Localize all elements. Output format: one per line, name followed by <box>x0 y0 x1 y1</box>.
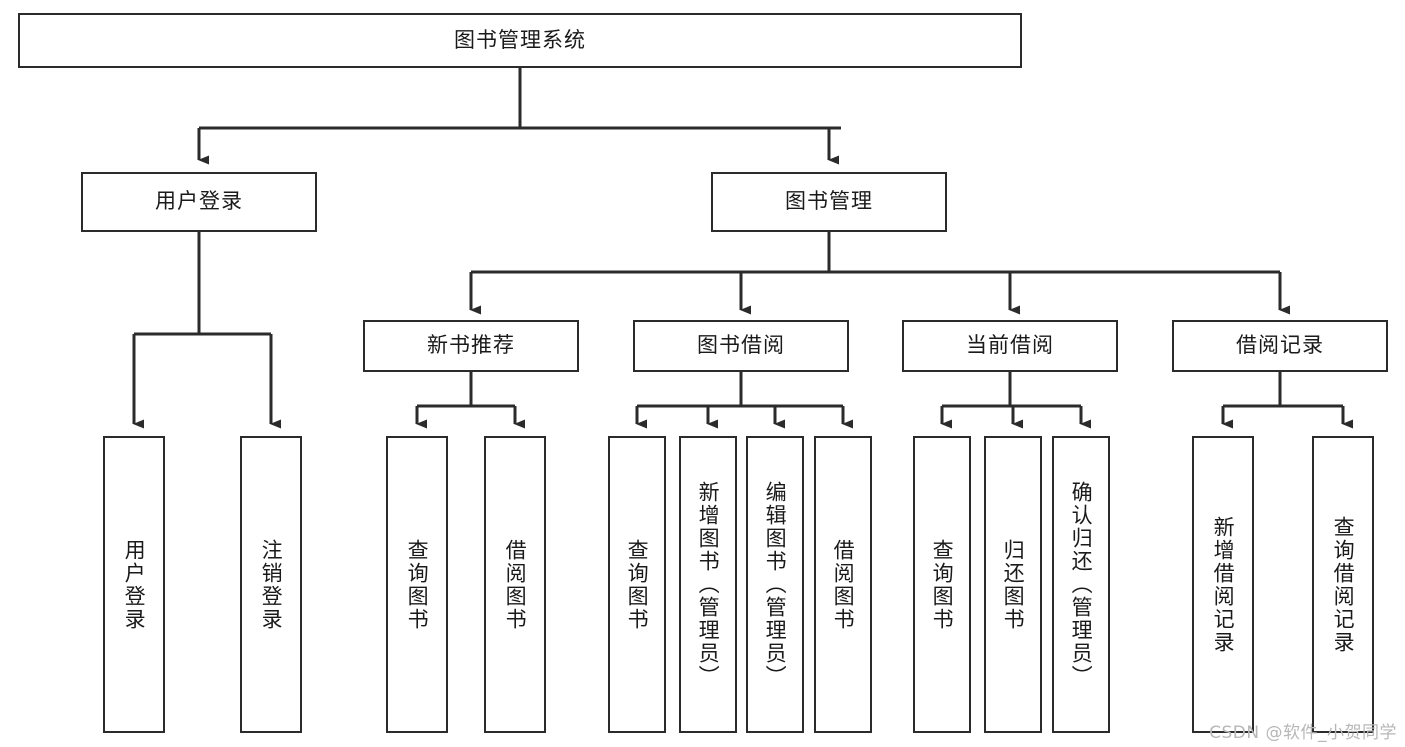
node-leaf-query-borrow-record-label: 查询借阅记录 <box>1331 515 1356 654</box>
node-leaf-borrow-book-2[interactable]: 借阅图书 <box>814 436 872 733</box>
node-leaf-query-book-3-label: 查询图书 <box>930 538 955 631</box>
node-leaf-query-book-2[interactable]: 查询图书 <box>608 436 666 733</box>
node-leaf-borrow-book-2-label: 借阅图书 <box>831 538 856 631</box>
node-leaf-borrow-book-1-label: 借阅图书 <box>503 538 528 631</box>
node-leaf-add-borrow-record[interactable]: 新增借阅记录 <box>1192 436 1254 733</box>
node-leaf-query-book-2-label: 查询图书 <box>625 538 650 631</box>
node-new-book-recommend-label: 新书推荐 <box>427 333 515 358</box>
node-leaf-query-book-1[interactable]: 查询图书 <box>386 436 448 733</box>
node-current-borrow[interactable]: 当前借阅 <box>902 320 1118 372</box>
node-root-label: 图书管理系统 <box>454 27 586 52</box>
node-user-login-label: 用户登录 <box>155 189 243 214</box>
node-leaf-user-logout-label: 注销登录 <box>259 538 284 631</box>
node-leaf-add-book-label: 新增图书（管理员） <box>696 481 721 688</box>
node-book-borrow-label: 图书借阅 <box>697 333 785 358</box>
node-user-login[interactable]: 用户登录 <box>81 172 317 232</box>
node-leaf-return-book-label: 归还图书 <box>1001 538 1026 631</box>
node-root[interactable]: 图书管理系统 <box>18 13 1022 68</box>
node-new-book-recommend[interactable]: 新书推荐 <box>363 320 579 372</box>
node-leaf-user-login-label: 用户登录 <box>122 538 147 631</box>
csdn-watermark: CSDN @软件_小贺同学 <box>1209 723 1397 743</box>
node-leaf-return-book[interactable]: 归还图书 <box>984 436 1042 733</box>
node-leaf-edit-book-label: 编辑图书（管理员） <box>763 481 788 688</box>
node-leaf-user-logout[interactable]: 注销登录 <box>240 436 302 733</box>
node-book-manage[interactable]: 图书管理 <box>711 172 947 232</box>
node-borrow-record-label: 借阅记录 <box>1236 333 1324 358</box>
node-leaf-user-login[interactable]: 用户登录 <box>103 436 165 733</box>
node-leaf-confirm-return-label: 确认归还（管理员） <box>1069 481 1094 688</box>
node-borrow-record[interactable]: 借阅记录 <box>1172 320 1388 372</box>
node-leaf-query-book-3[interactable]: 查询图书 <box>913 436 971 733</box>
node-book-manage-label: 图书管理 <box>785 189 873 214</box>
node-leaf-query-book-1-label: 查询图书 <box>405 538 430 631</box>
node-leaf-confirm-return[interactable]: 确认归还（管理员） <box>1052 436 1110 733</box>
node-leaf-add-borrow-record-label: 新增借阅记录 <box>1211 515 1236 654</box>
node-leaf-borrow-book-1[interactable]: 借阅图书 <box>484 436 546 733</box>
node-leaf-edit-book[interactable]: 编辑图书（管理员） <box>746 436 804 733</box>
node-leaf-query-borrow-record[interactable]: 查询借阅记录 <box>1312 436 1374 733</box>
node-leaf-add-book[interactable]: 新增图书（管理员） <box>679 436 737 733</box>
node-current-borrow-label: 当前借阅 <box>966 333 1054 358</box>
node-book-borrow[interactable]: 图书借阅 <box>633 320 849 372</box>
